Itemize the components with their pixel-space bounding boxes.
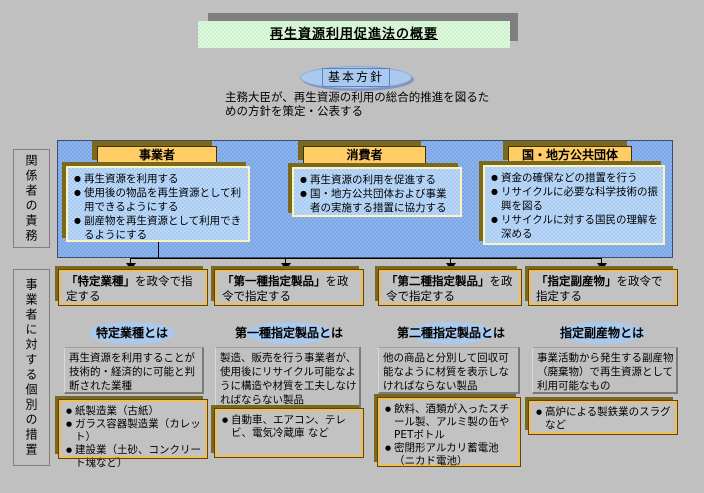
list-item: ●再生資源の利用を促進する [300, 174, 436, 186]
designation-term: 「指定副産物」 [536, 274, 617, 288]
bullet-icon: ● [74, 216, 81, 225]
stakeholder-header-government: 国・地方公共団体 [508, 146, 632, 165]
designation-term: 「第一種指定製品」 [222, 274, 326, 288]
stakeholder-box-business: ●再生資源を利用する ●使用後の物品を再生資源として利用できるようにする ●副産… [66, 166, 250, 242]
designation-term: 「特定業種」 [66, 274, 135, 288]
bullet-icon: ● [74, 188, 81, 197]
list-item: ●資金の確保などの措置を行う [491, 172, 638, 184]
bullet-icon: ● [491, 173, 498, 182]
basic-policy-label: 基本方針 [321, 68, 390, 87]
bullet-icon: ● [536, 408, 543, 416]
designation-rest: を政令で指定する [536, 274, 663, 303]
designation-box-product2: 「第二種指定製品」を政令で指定する [378, 269, 522, 306]
bullet-icon: ● [385, 444, 392, 452]
stakeholder-header-consumer: 消費者 [303, 146, 426, 165]
list-item: ●ガラス容器製造業（カレット） [66, 418, 201, 443]
list-item: ●再生資源を利用する [74, 173, 179, 185]
example-box-byproduct: ●高炉による製鉄業のスラグ など [528, 400, 678, 435]
heading-ellipse [408, 322, 494, 344]
list-item: ●副産物を再生資源として利用できるようにする [74, 215, 242, 241]
list-item: ●国・地方公共団体および事業者の実施する措置に協力する [300, 188, 447, 214]
designation-box-byproduct: 「指定副産物」を政令で指定する [528, 269, 678, 306]
heading-ellipse [559, 322, 645, 344]
heading-ellipse [246, 322, 332, 344]
definition-box-product1: 製造、販売を行う事業者が、使用後にリサイクル可能なように構造や材質を工夫しなけれ… [215, 347, 361, 408]
list-item: ●リサイクルに対する国民の理解を深める [491, 214, 658, 240]
bullet-icon: ● [66, 446, 73, 454]
connector-stem [158, 242, 159, 258]
designation-rest: を政令で指定する [222, 274, 349, 303]
list-item: ●密閉形アルカリ蓄電池（ニカド電池） [385, 442, 499, 467]
bullet-icon: ● [300, 189, 307, 198]
designation-term: 「第二種指定製品」 [386, 274, 490, 288]
bullet-icon: ● [491, 187, 498, 196]
designation-rest: を政令で指定する [386, 274, 513, 303]
list-item: ●自動車、エアコン、テレビ、電気冷蔵庫 など [222, 414, 346, 439]
bullet-icon: ● [66, 407, 73, 415]
definition-heading-product1: 第一種指定製品とは [209, 322, 369, 344]
list-item: ●リサイクルに必要な科学技術の振興を図る [491, 186, 658, 212]
bullet-icon: ● [385, 405, 392, 413]
connector-drop [130, 258, 131, 264]
stakeholder-box-consumer: ●再生資源の利用を促進する ●国・地方公共団体および事業者の実施する措置に協力す… [292, 167, 462, 217]
bullet-icon: ● [74, 174, 81, 183]
connector-hline [130, 258, 602, 259]
definition-box-product2: 他の商品と分別して回収可能なように材質を表示しなければならない製品 [378, 347, 520, 394]
example-box-product2: ●飲料、酒類が入ったスチール製、アルミ製の缶やPETボトル ●密閉形アルカリ蓄電… [377, 397, 521, 467]
bullet-icon: ● [66, 420, 73, 428]
list-item: ●紙製造業（古紙） [66, 405, 159, 417]
bullet-icon: ● [491, 215, 498, 224]
bullet-icon: ● [222, 416, 229, 424]
designation-box-product1: 「第一種指定製品」を政令で指定する [214, 269, 364, 306]
connector-drop [601, 258, 602, 264]
page-title: 再生資源利用促進法の概要 [198, 21, 510, 48]
side-label-responsibilities: 関係者の責務 [13, 149, 50, 248]
heading-ellipse [89, 322, 175, 344]
list-item: ●高炉による製鉄業のスラグ など [536, 406, 671, 431]
list-item: ●使用後の物品を再生資源として利用できるようにする [74, 187, 242, 213]
example-box-industry: ●紙製造業（古紙） ●ガラス容器製造業（カレット） ●建設業（土砂、コンクリート… [58, 399, 208, 469]
arrow-down-icon [126, 263, 136, 270]
basic-policy-description: 主務大臣が、再生資源の利用の総合的推進を図るための方針を策定・公表する [225, 90, 490, 118]
stakeholder-box-government: ●資金の確保などの措置を行う ●リサイクルに必要な科学技術の振興を図る ●リサイ… [483, 165, 665, 245]
list-item: ●建設業（土砂、コンクリート塊など） [66, 444, 201, 469]
list-item: ●飲料、酒類が入ったスチール製、アルミ製の缶やPETボトル [385, 403, 510, 441]
connector-drop [450, 258, 451, 264]
basic-policy-badge: 基本方針 [300, 66, 412, 89]
definition-heading-product2: 第二種指定製品とは [371, 322, 531, 344]
bullet-icon: ● [300, 175, 307, 184]
connector-drop [285, 258, 286, 264]
arrow-down-icon [597, 263, 607, 270]
definition-heading-byproduct: 指定副産物とは [522, 322, 682, 344]
arrow-down-icon [446, 263, 456, 270]
designation-rest: を政令で指定する [66, 274, 193, 303]
stakeholder-header-business: 事業者 [97, 146, 217, 165]
definition-box-industry: 再生資源を利用することが技術的・経済的に可能と判断された業種 [64, 347, 204, 394]
definition-heading-industry: 特定業種とは [52, 322, 212, 344]
arrow-down-icon [281, 263, 291, 270]
definition-box-byproduct: 事業活動から発生する副産物（廃棄物）で再生資源として利用可能なもの [532, 347, 678, 394]
example-box-product1: ●自動車、エアコン、テレビ、電気冷蔵庫 など [214, 408, 364, 458]
designation-box-industry: 「特定業種」を政令で指定する [58, 269, 208, 306]
side-label-measures: 事業者に対する個別の措置 [13, 269, 50, 466]
